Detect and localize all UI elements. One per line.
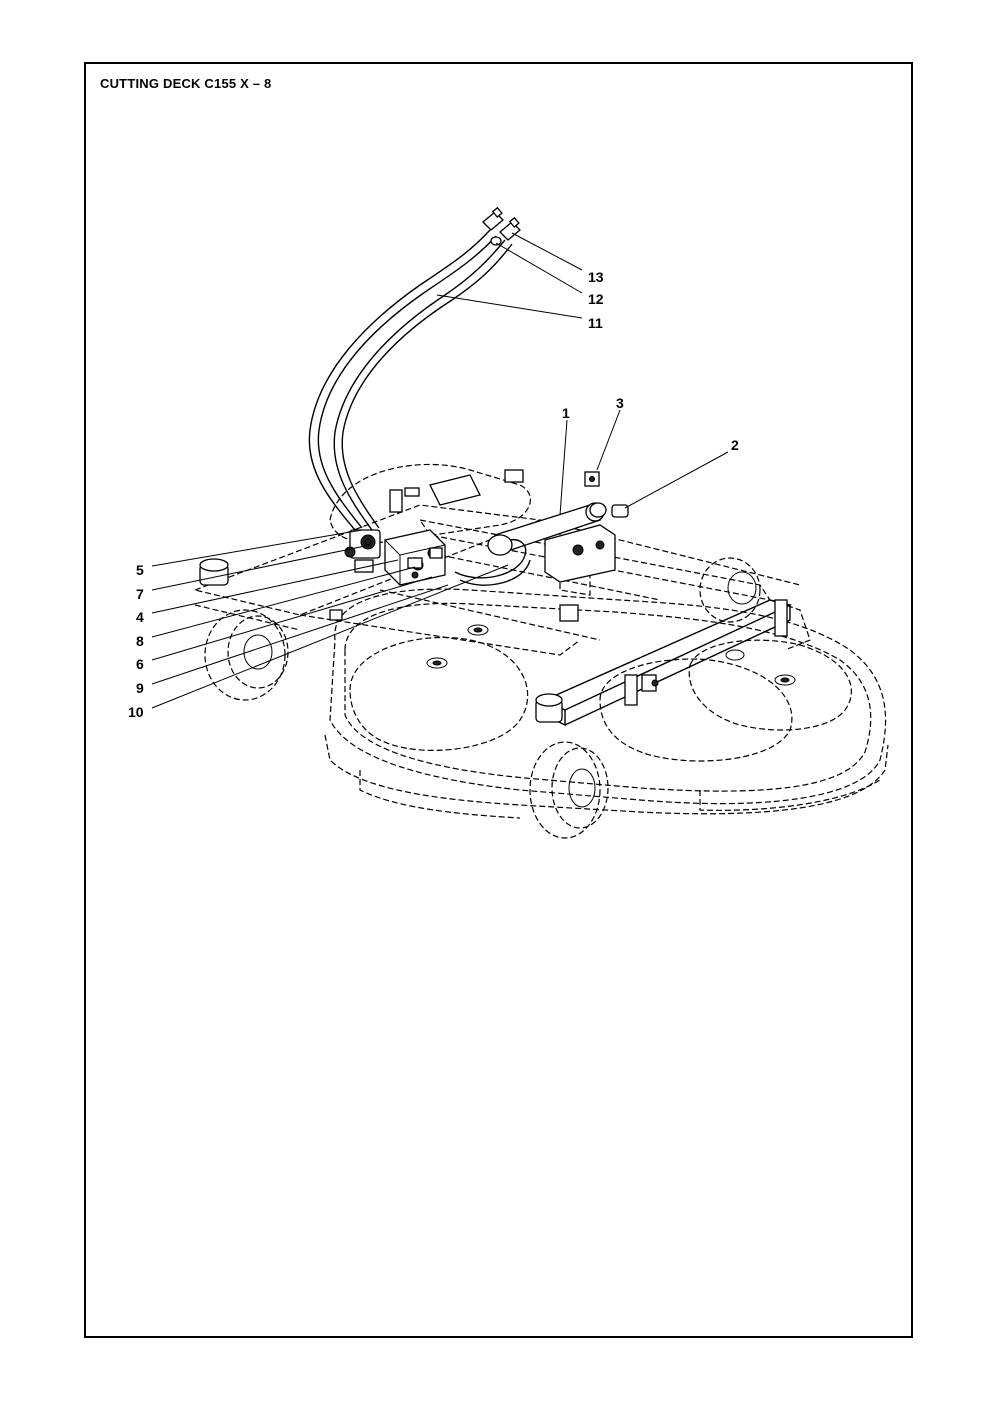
left-rear-wheel: [199, 558, 289, 701]
hardware-details: [329, 469, 788, 706]
hose-fitting-left: [482, 206, 504, 231]
hose-fitting-right: [499, 216, 521, 241]
front-wheel: [529, 693, 609, 839]
spindle-hubs: [426, 624, 796, 686]
deck-housing: [324, 463, 889, 819]
hydraulic-assembly: [344, 471, 629, 586]
right-wheel: [699, 557, 811, 651]
o-ring-seal: [490, 236, 502, 246]
leader-lines: [151, 232, 729, 709]
diagram-frame: [84, 62, 913, 1338]
hydraulic-hoses: [308, 206, 521, 531]
diagram-title: CUTTING DECK C155 X – 8: [100, 76, 272, 91]
